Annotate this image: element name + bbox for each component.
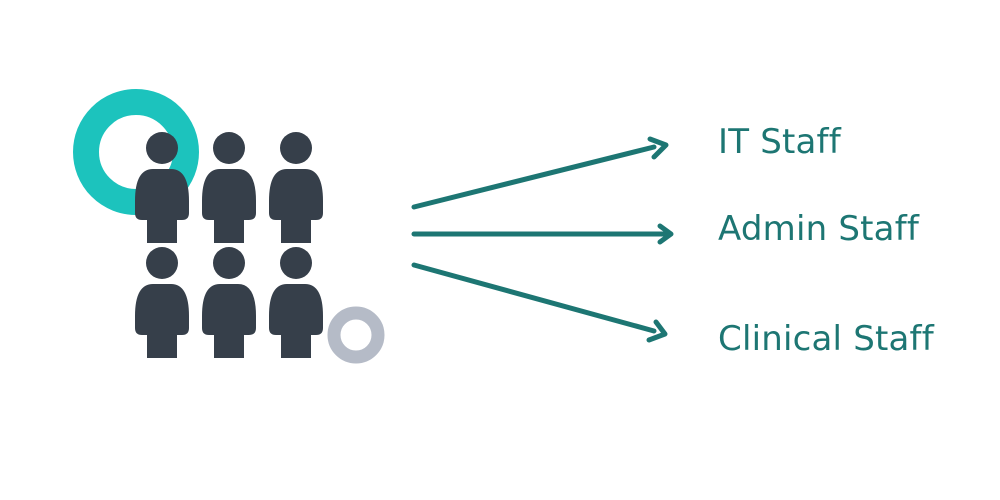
people-group — [135, 132, 323, 358]
person-icon — [202, 132, 256, 243]
arrow-to-clinical-staff — [411, 262, 668, 343]
grey-ring-icon — [327, 306, 385, 364]
label-admin-staff: Admin Staff — [718, 209, 920, 249]
label-clinical-staff: Clinical Staff — [718, 319, 934, 359]
person-icon — [202, 247, 256, 358]
person-icon — [135, 247, 189, 358]
arrow-to-it-staff — [411, 136, 669, 210]
label-it-staff: IT Staff — [718, 122, 841, 162]
person-icon — [269, 132, 323, 243]
arrow-to-admin-staff — [411, 223, 674, 245]
person-icon — [269, 247, 323, 358]
